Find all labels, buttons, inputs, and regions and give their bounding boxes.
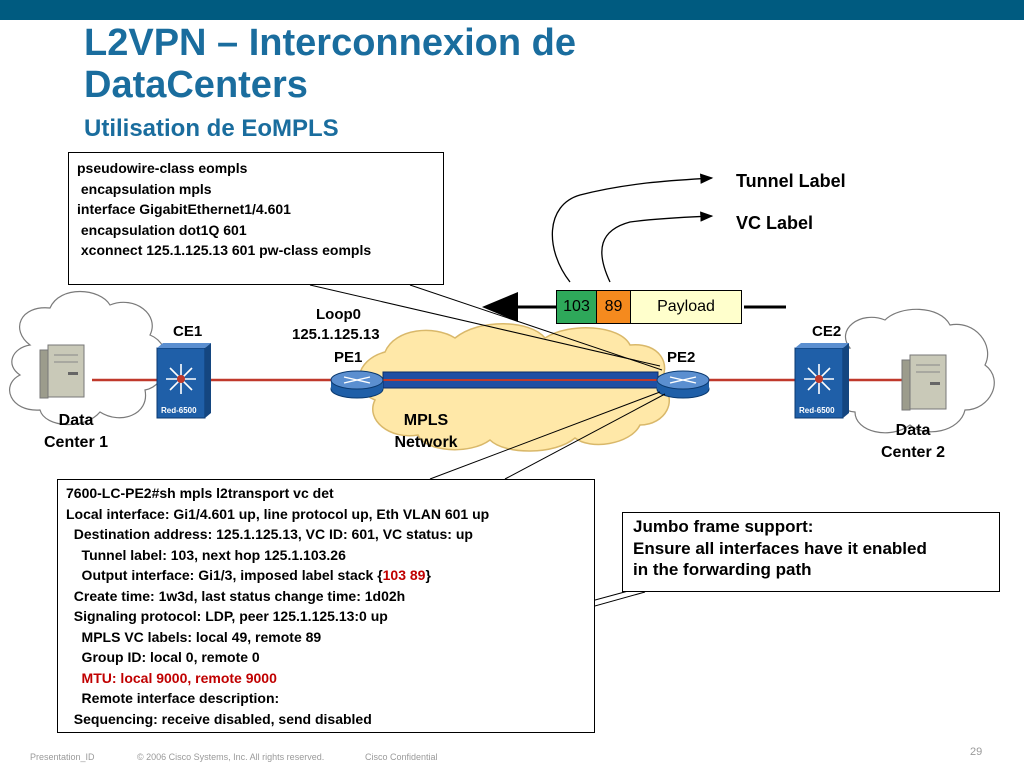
- show-line: 7600-LC-PE2#sh mpls l2transport vc det: [66, 485, 334, 501]
- payload-cell: Payload: [631, 291, 741, 323]
- dc1-label: Data Center 1: [43, 412, 109, 451]
- footer-confidential: Cisco Confidential: [365, 752, 438, 762]
- dc2-label: Data Center 2: [880, 422, 946, 461]
- ce1-label: CE1: [173, 323, 203, 340]
- ce2-switch-icon: [794, 343, 849, 419]
- ce2-label: CE2: [812, 323, 842, 340]
- page-number: 29: [970, 746, 983, 758]
- top-bar: [0, 0, 1024, 20]
- loop0-ip-label: 125.1.125.13: [292, 326, 380, 343]
- pe2-label: PE2: [667, 349, 696, 366]
- pe2-router-icon: [656, 370, 710, 399]
- show-line: Destination address: 125.1.125.13, VC ID…: [66, 526, 473, 542]
- config-callout-line-b: [409, 284, 663, 371]
- mtu-line: MTU: local 9000, remote 9000: [66, 669, 277, 686]
- slide-title: L2VPN – Interconnexion de DataCenters: [84, 22, 576, 106]
- title-line-2: DataCenters: [84, 64, 308, 106]
- config-line: pseudowire-class eompls: [77, 160, 248, 176]
- show-line: Signaling protocol: LDP, peer 125.1.125.…: [66, 608, 388, 624]
- pe-config-box: pseudowire-class eompls encapsulation mp…: [68, 152, 444, 285]
- dc2-server-icon: [901, 354, 947, 411]
- show-line: Remote interface description:: [66, 690, 280, 706]
- config-line: interface GigabitEthernet1/4.601: [77, 201, 291, 217]
- ce1-switch-icon: [156, 343, 211, 419]
- vc-label-cell: 89: [597, 291, 631, 323]
- tunnel-label-cell: 103: [557, 291, 597, 323]
- vc-label-text: VC Label: [736, 213, 814, 233]
- show-line: Create time: 1w3d, last status change ti…: [66, 587, 406, 604]
- mpls-network-label: MPLS Network: [394, 412, 458, 451]
- config-line: xconnect 125.1.125.13 601 pw-class eompl…: [77, 242, 372, 258]
- vc-label-arrow: [601, 211, 714, 283]
- imposed-label-stack-value: 103 89: [382, 567, 426, 583]
- config-line: encapsulation dot1Q 601: [77, 221, 247, 238]
- title-line-1: L2VPN – Interconnexion de: [84, 22, 576, 64]
- ce1-device-label: Red-6500: [161, 406, 197, 415]
- show-line: Sequencing: receive disabled, send disab…: [66, 710, 372, 727]
- show-callout-line-b: [504, 393, 666, 480]
- show-line: Group ID: local 0, remote 0: [66, 649, 260, 665]
- label-stack: 103 89 Payload: [556, 290, 742, 324]
- show-line-label-stack: Output interface: Gi1/3, imposed label s…: [66, 567, 431, 583]
- pseudowire-tunnel: [382, 371, 659, 389]
- loop0-label: Loop0: [316, 306, 361, 323]
- tunnel-label-arrow: [551, 173, 714, 283]
- ce2-device-label: Red-6500: [799, 406, 835, 415]
- config-callout-line-a: [309, 284, 661, 367]
- show-callout-line-a: [429, 391, 661, 480]
- tunnel-label-text: Tunnel Label: [736, 171, 846, 191]
- dc1-server-icon: [39, 344, 85, 399]
- show-output-box: 7600-LC-PE2#sh mpls l2transport vc det L…: [57, 479, 595, 733]
- show-line: MPLS VC labels: local 49, remote 89: [66, 628, 322, 645]
- footer-copyright: © 2006 Cisco Systems, Inc. All rights re…: [137, 752, 325, 762]
- pe1-label: PE1: [334, 349, 363, 366]
- show-line: Tunnel label: 103, next hop 125.1.103.26: [66, 546, 346, 563]
- jumbo-frame-note: Jumbo frame support: Ensure all interfac…: [622, 512, 1000, 592]
- dc1-cloud: [9, 290, 167, 426]
- show-line: Local interface: Gi1/4.601 up, line prot…: [66, 505, 490, 522]
- slide-subtitle: Utilisation de EoMPLS: [84, 115, 339, 142]
- config-line: encapsulation mpls: [77, 180, 212, 197]
- pe1-router-icon: [330, 370, 384, 399]
- footer-presentation-id: Presentation_ID: [30, 752, 95, 762]
